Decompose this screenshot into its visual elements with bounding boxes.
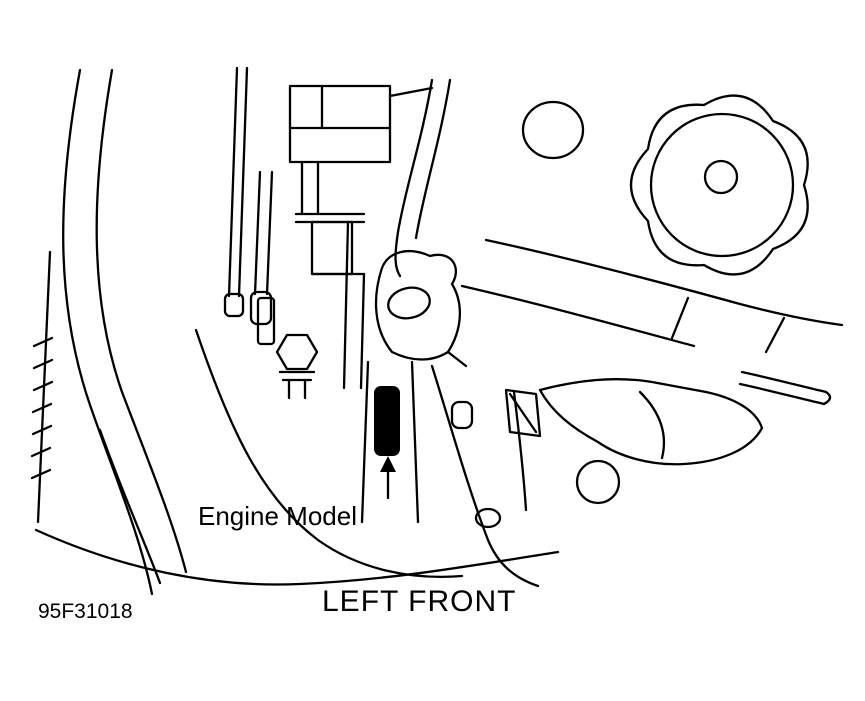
block-top-lead [388, 86, 434, 98]
oil-filler-cap [629, 94, 809, 276]
up-arrow-icon [380, 456, 396, 472]
radiator-hose [62, 68, 188, 596]
handle-rod [738, 382, 826, 406]
rod-line [253, 170, 262, 296]
bracket-outline [374, 250, 462, 361]
fender-edge-hatched [30, 250, 54, 524]
model-plate-area [360, 360, 540, 588]
fender-edge-line [36, 250, 52, 524]
hose-outer-line [62, 68, 154, 596]
engine-edge [342, 220, 350, 390]
engine-model-callout [374, 386, 400, 500]
bolt-head [275, 333, 319, 371]
hatch-tick [32, 358, 54, 370]
rod-line [265, 170, 274, 296]
cable [394, 78, 434, 278]
bracket-inner [638, 390, 666, 460]
bracket-hole [387, 286, 431, 320]
body-contour [34, 328, 560, 586]
rod-line [227, 66, 239, 298]
strip-edge [410, 360, 420, 524]
panel-line [512, 390, 528, 512]
valve-cover-edge [460, 238, 844, 354]
cap-inner-circle [649, 112, 795, 258]
cable-lines [394, 78, 452, 278]
cable [414, 78, 452, 240]
hatch-tick [31, 424, 53, 436]
engine-edge [359, 272, 366, 390]
rod-end-connector [249, 290, 273, 326]
rod-line [237, 66, 249, 298]
strip-edge [360, 360, 370, 524]
slot [450, 400, 474, 430]
bracket-tail [446, 350, 468, 368]
engine-model-label: Engine Model [198, 501, 357, 531]
notch-diagonal [508, 392, 538, 434]
bracket-blob [538, 378, 764, 466]
engine-mount-bracket [374, 250, 468, 368]
right-bracket [538, 370, 832, 466]
cap-scalloped-rim [629, 94, 809, 276]
side-tab [256, 296, 276, 346]
engine-block-upper [288, 84, 434, 390]
hose-inner-line [95, 68, 188, 574]
hose-accent-line [98, 428, 162, 585]
inner-body-sweep [194, 328, 464, 578]
notch-outline [504, 388, 542, 438]
lower-fender-sweep [34, 528, 560, 586]
dipstick-tube [223, 66, 274, 326]
handle-tip [822, 390, 832, 406]
rod-end-connector [223, 292, 245, 318]
strip-curve [430, 364, 540, 588]
step-notch [504, 388, 542, 438]
hatch-tick [31, 402, 53, 414]
mount-bolt [256, 296, 319, 400]
cover-brace [764, 316, 786, 354]
cover-sweep [484, 238, 844, 327]
bolt-hole-lower [575, 459, 621, 505]
block-outline [288, 84, 392, 164]
figure-id-code: 95F31018 [38, 600, 133, 623]
hatch-tick [32, 336, 54, 348]
hatch-tick [32, 380, 54, 392]
left-front-label: LEFT FRONT [322, 585, 517, 618]
engine-model-plate [374, 386, 400, 456]
cover-sweep-lower [460, 284, 696, 348]
hatch-tick [30, 446, 52, 458]
cover-brace [670, 296, 690, 340]
handle-rod [740, 370, 828, 394]
cap-center-hole [703, 159, 739, 195]
small-oval [474, 507, 502, 529]
hatch-tick [30, 468, 52, 480]
bolt-hole-upper [521, 100, 585, 160]
